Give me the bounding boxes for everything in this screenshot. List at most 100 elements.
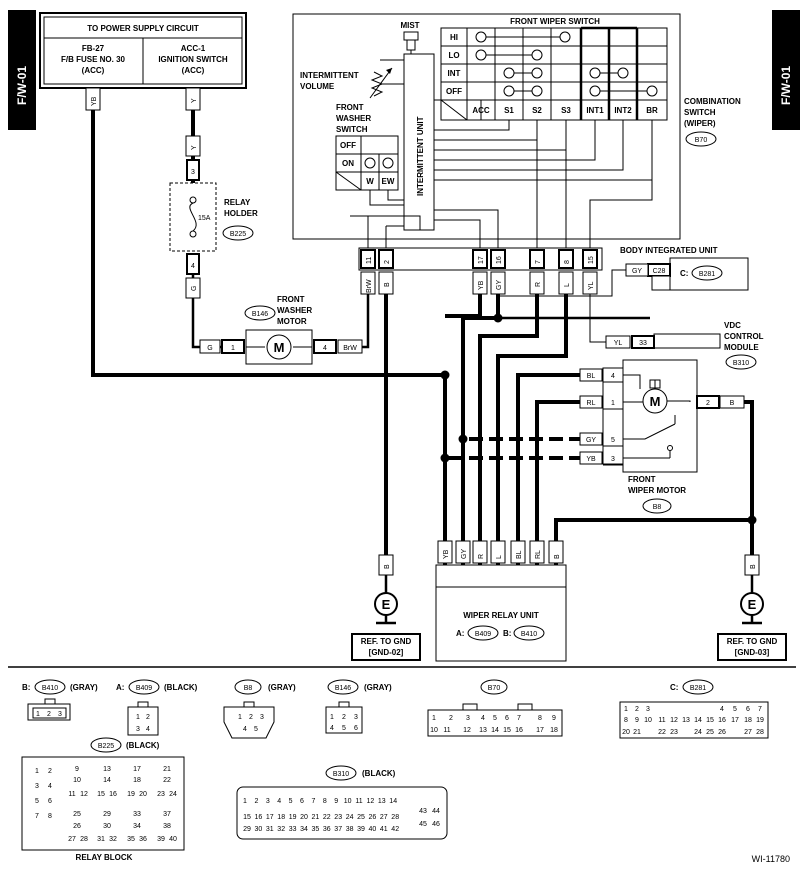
svg-text:10: 10 xyxy=(344,798,352,805)
svg-text:3: 3 xyxy=(266,798,270,805)
col-int2: INT2 xyxy=(614,106,632,115)
relay-wire-label-box xyxy=(529,540,545,564)
b70-pin-label: 15 xyxy=(588,256,595,264)
svg-text:20: 20 xyxy=(300,814,308,821)
vdc-label-2: CONTROL xyxy=(724,332,764,341)
ign-label-3: (ACC) xyxy=(182,66,205,75)
svg-text:7: 7 xyxy=(758,706,762,713)
relay-wire-label: BL xyxy=(516,550,523,559)
svg-text:17: 17 xyxy=(731,717,739,724)
svg-text:3: 3 xyxy=(466,715,470,722)
svg-text:25: 25 xyxy=(706,729,714,736)
gnd-right-b: B xyxy=(750,564,757,569)
relay-wire-label: B xyxy=(554,554,561,559)
relay-code-a-prefix: A: xyxy=(456,629,464,638)
svg-text:1: 1 xyxy=(624,706,628,713)
wire-label-brw: BrW xyxy=(343,345,357,352)
b70-pin-label: 11 xyxy=(366,257,373,264)
fuse-15a: 15A xyxy=(198,215,211,222)
svg-text:15: 15 xyxy=(97,791,105,798)
svg-text:2: 2 xyxy=(342,714,346,721)
wire-label-g: G xyxy=(191,286,198,291)
svg-text:2: 2 xyxy=(449,715,453,722)
vdc-yl-label: YL xyxy=(614,340,623,347)
svg-text:2: 2 xyxy=(47,711,51,718)
svg-text:4: 4 xyxy=(243,726,247,733)
ign-label: ACC-1 xyxy=(181,44,206,53)
b310-connector xyxy=(236,786,448,840)
svg-text:18: 18 xyxy=(133,777,141,784)
svg-text:44: 44 xyxy=(432,808,440,815)
wl-yb: YB xyxy=(478,280,485,290)
svg-text:17: 17 xyxy=(133,766,141,773)
wire-label-yb: YB xyxy=(91,96,98,106)
svg-text:41: 41 xyxy=(380,826,388,833)
svg-text:24: 24 xyxy=(694,729,702,736)
col-s1: S1 xyxy=(504,106,514,115)
wl-brw: BrW xyxy=(366,279,373,293)
svg-text:36: 36 xyxy=(323,826,331,833)
b70-pin-label: 2 xyxy=(384,260,391,264)
gnd-ref-right: REF. TO GND xyxy=(727,637,778,646)
right-tab xyxy=(772,10,800,130)
vdc-label-3: MODULE xyxy=(724,343,759,352)
b-ground-wire-right xyxy=(554,518,754,565)
wire-label-g2: G xyxy=(207,345,212,352)
svg-text:29: 29 xyxy=(243,826,251,833)
row-lo: LO xyxy=(448,51,459,60)
svg-text:42: 42 xyxy=(391,826,399,833)
relay-wire-label: R xyxy=(478,554,485,559)
b70-pin xyxy=(360,249,376,269)
b410-connector xyxy=(27,698,71,721)
wiper-motor-code: B8 xyxy=(653,504,662,511)
body-unit-code-prefix: C: xyxy=(680,269,688,278)
svg-text:21: 21 xyxy=(633,729,641,736)
b281-code: B281 xyxy=(690,685,706,692)
ign-label-2: IGNITION SWITCH xyxy=(158,55,228,64)
svg-text:11: 11 xyxy=(68,791,75,798)
vdc-label: VDC xyxy=(724,321,741,330)
figure-id: WI-11780 xyxy=(752,854,790,864)
svg-text:2: 2 xyxy=(254,798,258,805)
fuse-label: FB-27 xyxy=(82,44,105,53)
motor-pin-2: 2 xyxy=(706,400,710,407)
l-relay-wire xyxy=(496,294,568,565)
svg-text:17: 17 xyxy=(536,727,544,734)
col-s3: S3 xyxy=(561,106,571,115)
svg-text:1: 1 xyxy=(238,714,242,721)
washer-motor-code: B146 xyxy=(252,311,268,318)
svg-text:25: 25 xyxy=(73,811,81,818)
svg-text:5: 5 xyxy=(289,798,293,805)
svg-text:8: 8 xyxy=(323,798,327,805)
body-unit-pin: C28 xyxy=(653,268,666,275)
washer-switch-grid xyxy=(335,135,399,191)
b8-color: (GRAY) xyxy=(268,683,296,692)
svg-text:1: 1 xyxy=(136,714,140,721)
b70-pin xyxy=(529,249,545,269)
svg-text:7: 7 xyxy=(517,715,521,722)
svg-text:26: 26 xyxy=(369,814,377,821)
svg-text:20: 20 xyxy=(139,791,147,798)
motor-rl-label: RL xyxy=(587,400,596,407)
svg-text:13: 13 xyxy=(479,727,487,734)
b8-connector xyxy=(223,701,275,739)
power-supply-title: TO POWER SUPPLY CIRCUIT xyxy=(87,24,199,33)
wiper-motor-pin: 3 xyxy=(611,456,615,463)
r-relay-wire xyxy=(478,294,539,565)
col-s2: S2 xyxy=(532,106,542,115)
relay-holder-code: B225 xyxy=(230,231,246,238)
svg-text:4: 4 xyxy=(146,726,150,733)
svg-text:5: 5 xyxy=(342,725,346,732)
b310-code: B310 xyxy=(333,771,349,778)
washer-row-on: ON xyxy=(342,159,354,168)
wiper-motor-m: M xyxy=(650,394,661,409)
b225-code: B225 xyxy=(98,743,114,750)
svg-text:38: 38 xyxy=(163,823,171,830)
ground-e-right: E xyxy=(748,597,757,612)
motor-bl-label: BL xyxy=(587,373,596,380)
svg-text:10: 10 xyxy=(430,727,438,734)
b146-code: B146 xyxy=(335,685,351,692)
svg-text:9: 9 xyxy=(635,717,639,724)
svg-text:8: 8 xyxy=(48,813,52,820)
